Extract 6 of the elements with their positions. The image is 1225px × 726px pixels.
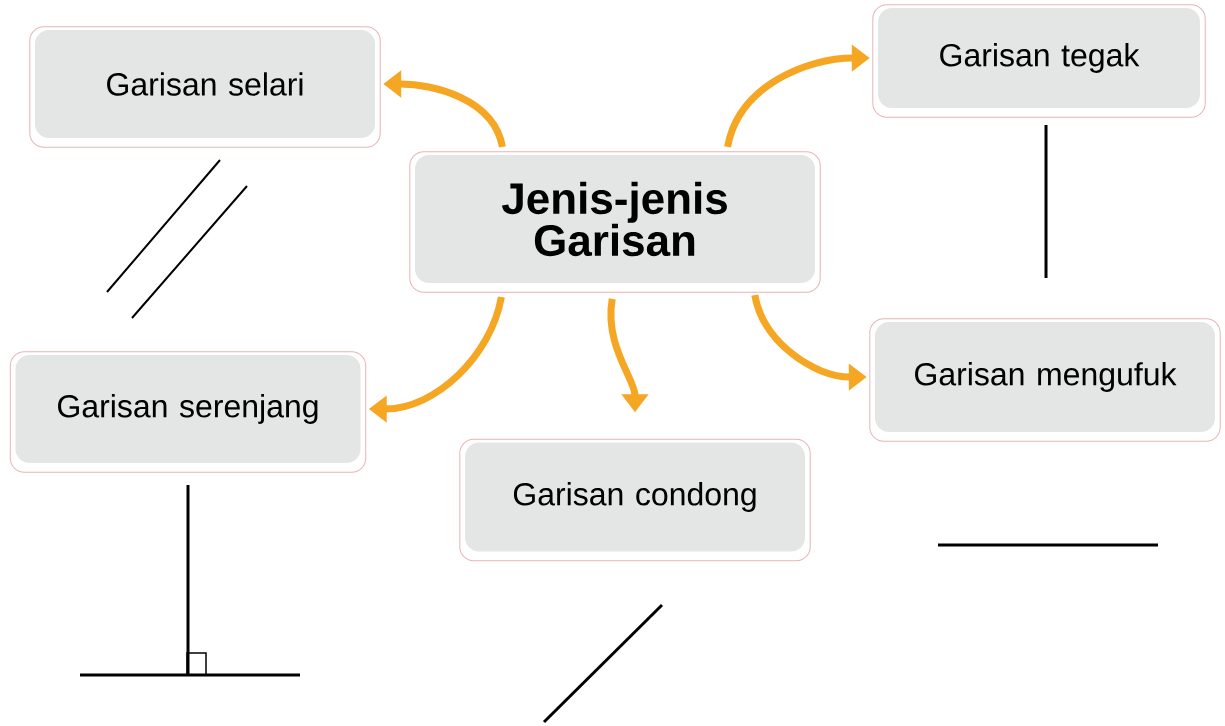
label-box: Garisan condong <box>459 438 811 562</box>
title-box: Jenis-jenis Garisan <box>409 151 821 293</box>
label-box: Garisan selari <box>29 26 381 148</box>
label-box: Garisan tegak <box>872 4 1206 118</box>
label-box: Garisan serenjang <box>9 351 367 473</box>
label-box: Garisan mengufuk <box>869 318 1221 442</box>
